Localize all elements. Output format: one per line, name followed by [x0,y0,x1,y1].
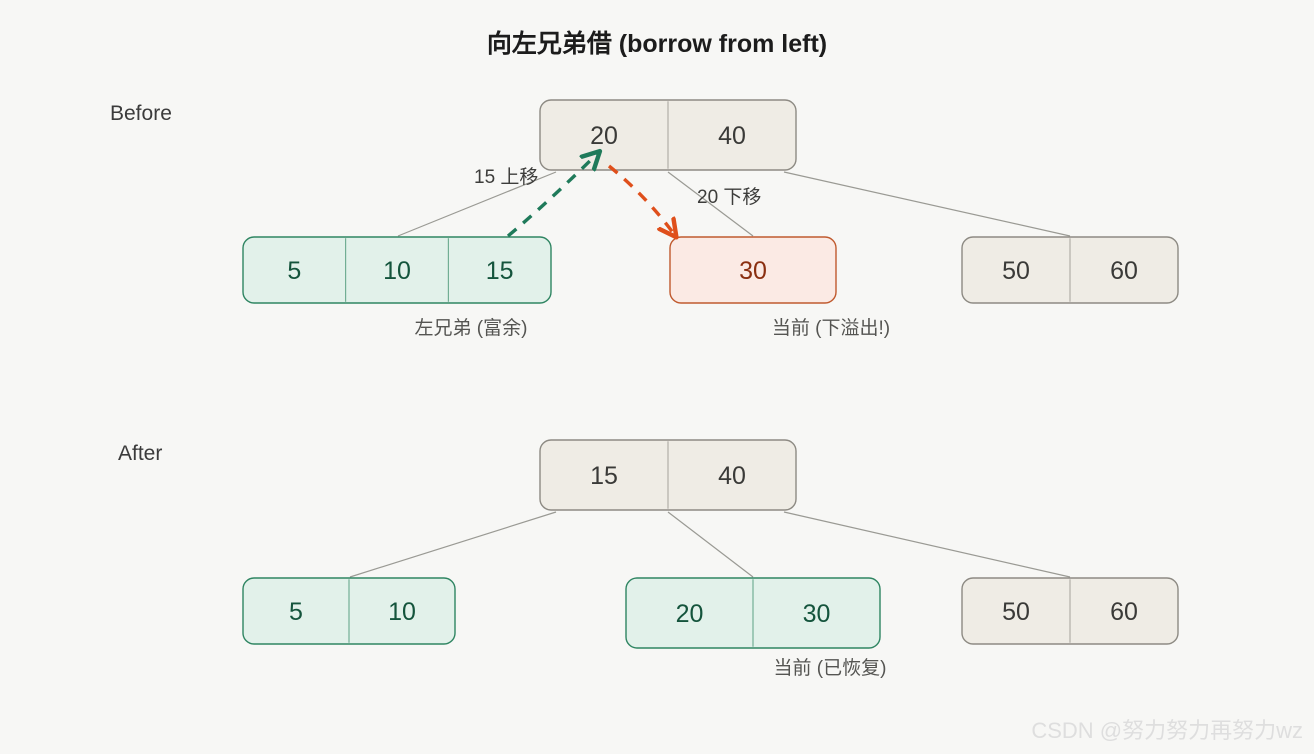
before-current-node-frame [669,236,837,304]
after-right-sibling-node-cell-1: 60 [1110,598,1138,626]
after-current-node-caption: 当前 (已恢复) [774,657,887,679]
before-left-sibling-node-cell-1: 10 [383,257,411,285]
edge-before-root-to-left [397,171,557,237]
after-left-sibling-node[interactable]: 5 10 [242,577,456,645]
before-root-node-cell-0: 20 [590,122,618,150]
before-right-sibling-node[interactable]: 50 60 [961,236,1179,304]
arrow-20-moves-down [607,164,674,234]
arrow-15-moves-up [506,154,597,238]
edge-before-root-to-right [783,171,1071,237]
after-current-node-cell-1: 30 [803,600,831,628]
after-root-node-cell-1: 40 [718,462,746,490]
edge-before-root-to-middle [667,171,754,237]
annotation-move-down: 20 下移 [697,186,761,208]
before-left-sibling-node[interactable]: 5 10 15 [242,236,552,304]
annotation-move-up: 15 上移 [474,166,538,188]
after-left-sibling-node-cell-0: 5 [289,598,303,626]
before-current-node[interactable]: 30 [669,236,837,304]
after-current-node-cell-0: 20 [676,600,704,628]
after-right-sibling-node[interactable]: 50 60 [961,577,1179,645]
before-right-sibling-node-cell-1: 60 [1110,257,1138,285]
edge-after-root-to-left [349,511,557,578]
csdn-watermark: CSDN @努力努力再努力wz [1031,718,1303,743]
after-left-sibling-node-cell-1: 10 [388,598,416,626]
edge-after-root-to-right [783,511,1071,578]
row-label-before: Before [110,102,172,125]
flow-arrow-layer [506,154,674,238]
before-current-node-caption: 当前 (下溢出!) [772,317,890,339]
before-left-sibling-node-frame [242,236,552,304]
before-left-sibling-node-cell-0: 5 [287,257,301,285]
before-left-sibling-node-cell-2: 15 [486,257,514,285]
tree-edge-layer [349,171,1071,578]
page-title: 向左兄弟借 (borrow from left) [487,29,827,58]
annotation-layer: Before 左兄弟 (富余) 当前 (下溢出!) 15 上移 20 下移 After 当前… [110,102,890,679]
before-root-node-cell-1: 40 [718,122,746,150]
row-label-after: After [118,442,162,465]
edge-after-root-to-middle [667,511,754,578]
after-root-node-cell-0: 15 [590,462,618,490]
before-right-sibling-node-cell-0: 50 [1002,257,1030,285]
before-left-sibling-node-caption: 左兄弟 (富余) [415,317,528,339]
before-current-node-cell-0: 30 [739,257,767,285]
after-right-sibling-node-cell-0: 50 [1002,598,1030,626]
